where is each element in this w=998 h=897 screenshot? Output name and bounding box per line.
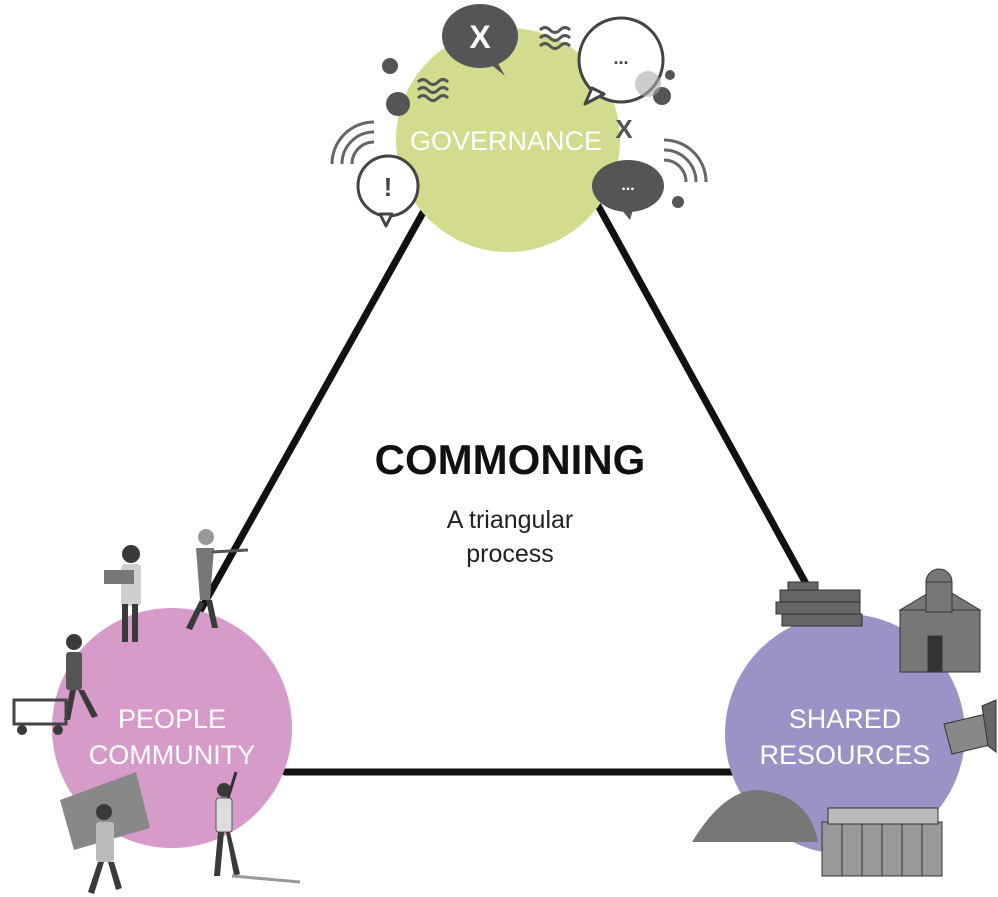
container-bin-icon [821,807,943,877]
person-painting-icon [214,771,301,884]
svg-text:...: ... [621,177,634,194]
brick-stack-icon [775,581,863,627]
people-figures [12,529,301,894]
svg-text:X: X [469,19,491,55]
center-subtitle-line2: process [466,540,554,568]
governance-circle [396,28,620,252]
resources-label-line1: SHARED [789,704,902,734]
svg-text:!: ! [384,172,393,202]
dot-icon [665,70,675,80]
stone-block-icon [943,699,997,755]
wave-lines-icon [416,26,572,102]
person-walking-icon [186,529,249,630]
signal-waves-icon [330,120,708,183]
dot-icon [386,92,410,116]
x-mark-icon: X [615,114,633,144]
resources-label-line2: RESOURCES [759,740,930,770]
svg-text:...: ... [613,48,628,68]
edge-governance-people [191,196,434,624]
governance-label: GOVERNANCE [410,126,602,156]
person-carrying-panel-icon [60,772,150,894]
people-label-line1: PEOPLE [118,704,226,734]
stone-church-icon [898,568,982,673]
person-carrying-box-icon [104,545,141,642]
dot-icon [382,58,398,74]
triangle-edges [191,196,819,776]
speech-bubble-exclaim-icon: ! [356,154,420,228]
center-title: COMMONING [375,436,646,483]
node-governance: GOVERNANCE [396,28,620,252]
person-with-trolley-icon [12,634,98,735]
people-label-line2: COMMUNITY [89,740,255,770]
center-subtitle-line1: A triangular [447,506,573,534]
governance-decorations: X ... ! ... X [330,4,708,228]
dirt-pile-icon [692,790,818,842]
dot-icon [672,196,684,208]
resources-circle [725,614,965,854]
speech-bubble-x-icon: X [442,4,518,76]
speech-bubble-dark-ellipsis-icon: ... [592,160,664,220]
edge-governance-resources [591,196,819,604]
resource-objects [692,568,997,877]
node-shared-resources: SHARED RESOURCES [725,614,965,854]
dot-icon [635,71,661,97]
